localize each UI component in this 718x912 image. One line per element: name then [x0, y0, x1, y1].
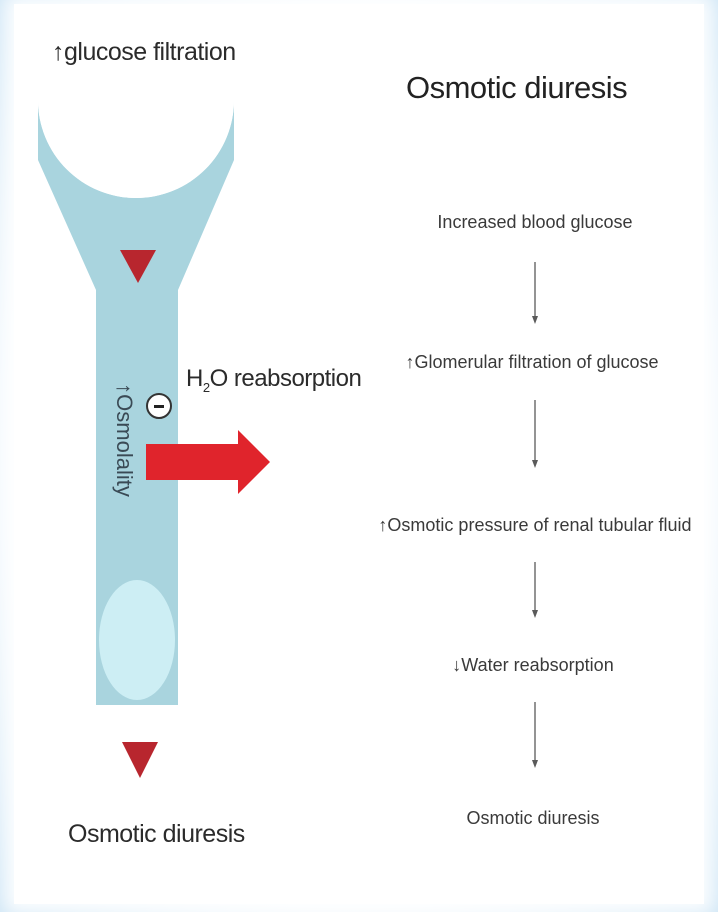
flow-step-glomerular-filtration: ↑Glomerular filtration of glucose: [405, 352, 658, 373]
flow-step-osmotic-pressure: ↑Osmotic pressure of renal tubular fluid: [378, 515, 691, 536]
flow-step-increased-blood-glucose: Increased blood glucose: [437, 212, 632, 233]
h2o-label-subscript: 2: [203, 380, 210, 395]
down-triangle-bottom: [122, 742, 158, 778]
h2o-label-suffix: O reabsorption: [210, 365, 362, 392]
h2o-reabsorption-label: H2O reabsorption: [186, 365, 361, 395]
h2o-label-prefix: H: [186, 365, 203, 392]
glucose-filtration-label: ↑glucose filtration: [52, 38, 236, 67]
flow-step-osmotic-diuresis: Osmotic diuresis: [466, 808, 599, 829]
osmolality-label: ↑Osmolality: [111, 383, 137, 497]
osmotic-diuresis-left-label: Osmotic diuresis: [68, 820, 245, 849]
minus-sign-icon: [146, 393, 172, 419]
tubule-bulb: [99, 580, 175, 700]
page-title: Osmotic diuresis: [406, 70, 627, 106]
flow-step-water-reabsorption: ↓Water reabsorption: [452, 655, 613, 676]
